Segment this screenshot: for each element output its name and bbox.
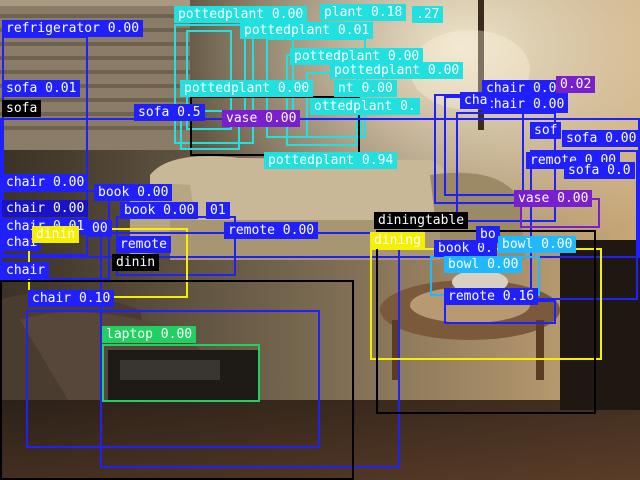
label-pottedplant-a: pottedplant 0.00	[174, 6, 308, 23]
label-sofa-b: sofa	[2, 100, 42, 117]
label-bo-c: bo	[476, 226, 500, 243]
label-pottedplant-main: pottedplant 0.94	[264, 152, 398, 169]
label-book-b: 00	[88, 220, 112, 237]
label-small-a: 01	[206, 202, 230, 219]
label-chair-l5: chair	[2, 262, 50, 279]
label-chair-r2: chair 0.00	[482, 96, 569, 113]
label-small-b: remote 0.00	[224, 222, 319, 239]
label-chair-r3: cha	[460, 92, 492, 109]
label-remote-main: remote 0.16	[444, 288, 539, 305]
label-book-c: book 0.	[434, 240, 497, 257]
label-sofa-r2: sofa 0.00	[562, 130, 640, 147]
label-refrigerator: refrigerator 0.00	[2, 20, 144, 37]
label-plant-a: plant 0.18	[320, 4, 407, 21]
label-chair-r1: chair 0.00	[482, 80, 569, 97]
label-pottedplant-b: pottedplant 0.01	[240, 22, 374, 39]
label-sofa-r3: sofa 0.0	[564, 162, 635, 179]
label-diningtable-b: dining	[370, 232, 425, 249]
label-sofa-r1: sof	[530, 122, 562, 139]
label-chair-l1: chair 0.00	[2, 174, 89, 191]
label-sofa-c: sofa 0.5	[134, 104, 205, 121]
label-laptop: laptop 0.00	[102, 326, 197, 343]
label-pottedplant-e: pottedplant 0.00	[180, 80, 314, 97]
label-chair-l4: chai	[2, 234, 42, 251]
laptop-bag	[108, 350, 258, 400]
label-pottedplant-c: pottedplant 0.00	[290, 48, 424, 65]
label-pottedplant-f: nt 0.00	[334, 80, 397, 97]
label-purple-r: 0.02	[556, 76, 596, 93]
label-remote-a: remote	[116, 236, 171, 253]
label-pottedplant-d: pottedplant 0.00	[330, 62, 464, 79]
label-zero-a: book 0.00	[94, 184, 173, 201]
label-vase-r: vase 0.00	[514, 190, 593, 207]
label-dinin-a: dinin	[32, 226, 80, 243]
label-bowl-b: bowl 0.00	[444, 256, 523, 273]
label-sofa-a: sofa 0.01	[2, 80, 81, 97]
label-book-a: book 0.00	[120, 202, 199, 219]
label-vase-a: vase 0.00	[222, 110, 301, 127]
label-chair-l2: chair 0.00	[2, 200, 89, 217]
label-diningtable-a: diningtable	[374, 212, 469, 229]
label-pottedplant-g: ottedplant 0.	[310, 98, 420, 115]
label-plant-b: .27	[412, 6, 444, 23]
label-chair-l6: chair 0.10	[28, 290, 115, 307]
label-bowl-a: bowl 0.00	[498, 236, 577, 253]
label-remote-b: dinin	[112, 254, 160, 271]
